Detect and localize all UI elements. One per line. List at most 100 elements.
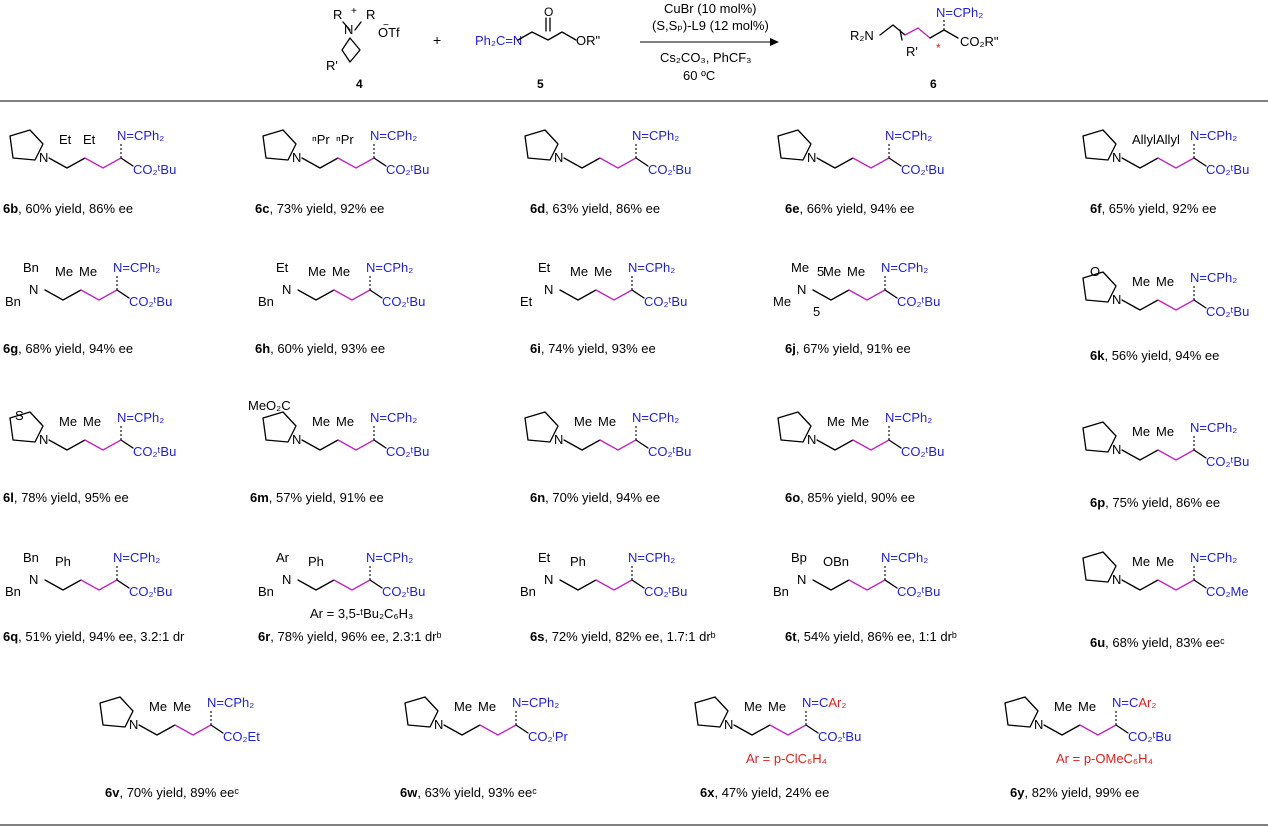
ester-group: CO₂ᵗBu [901,162,944,177]
substituent-2: Me [1156,424,1174,439]
ester-group: CO₂ᵗBu [897,294,940,309]
reaction-equation: R + R N OTf − R' 4 + Ph₂C=N O OR" 5 CuBr… [326,1,999,91]
reagent4-charge-plus: + [351,6,357,17]
reagent4-numeral: 4 [356,77,363,91]
ester-group: CO₂ᵗBu [1206,162,1249,177]
amine-nitrogen: N [29,282,38,297]
substituent-1: Me [1132,554,1150,569]
substituent-1: Me [570,264,588,279]
ring-sulfur: S [15,408,24,423]
ester-group: CO₂Et [223,729,260,744]
amine-nitrogen: N [39,150,48,165]
imine-group: N=CPh₂ [370,410,417,425]
n-substituent-1: Bp [791,550,807,565]
imine-group: N=CPh₂ [885,128,932,143]
substituent-1: Me [308,264,326,279]
aryl-definition-note: Ar = p-OMeC₆H₄ [1056,751,1153,766]
imine-group: N=CPh₂ [881,550,928,565]
ester-group: CO₂ᵗBu [648,444,691,459]
reagent5-imine: Ph₂C=N [475,33,522,48]
amine-nitrogen: N [292,150,301,165]
amine-nitrogen: N [544,572,553,587]
reaction-arrow [640,38,779,46]
imine-group: N=CPh₂ [1190,420,1237,435]
ester-group: CO₂ᵗBu [129,584,172,599]
ester-group: CO₂ᵗBu [901,444,944,459]
substituent-1: Me [827,414,845,429]
substituent-1: Me [1132,424,1150,439]
imine-group: N=CPh₂ [628,260,675,275]
substituent-1: Me [574,414,592,429]
ester-group: CO₂ᵗBu [1206,454,1249,469]
imine-group: N=CPh₂ [1190,128,1237,143]
imine-group: N=CPh₂ [881,260,928,275]
imine-group: N=CPh₂ [366,550,413,565]
ester-group: CO₂ᵗBu [129,294,172,309]
imine-group: N=CPh₂ [207,695,254,710]
product-6-general: R₂N R' N=CPh₂ * CO₂R" 6 [850,5,999,91]
substituent-1: OBn [823,554,849,569]
condition-temperature: 60 ºC [683,68,715,83]
caption: 6k, 56% yield, 94% ee [1090,348,1219,363]
substituent-2: Me [768,699,786,714]
caption: 6o, 85% yield, 90% ee [785,490,915,505]
amine-nitrogen: N [1112,572,1121,587]
ester-group: CO₂ᵗBu [897,584,940,599]
imine-group: N=CPh₂ [370,128,417,143]
substituent-1: Me [744,699,762,714]
n-substituent-1: Et [276,260,289,275]
ester-group: CO₂ᵗBu [1206,304,1249,319]
substituent-2: Me [1156,274,1174,289]
imine-group: N=CPh₂ [366,260,413,275]
substituent-2: Et [83,132,96,147]
caption: 6w, 63% yield, 93% eeᶜ [400,785,537,800]
aryl-definition-note: Ar = 3,5-ᵗBu₂C₆H₃ [310,606,413,621]
imine-group: N=CPh₂ [117,128,164,143]
caption: 6u, 68% yield, 83% eeᶜ [1090,635,1225,650]
amine-nitrogen: N [29,572,38,587]
svg-text:−: − [383,20,389,31]
product6-numeral: 6 [930,77,937,91]
ester-group: CO₂ᵗBu [1128,729,1171,744]
amine-nitrogen: N [1112,442,1121,457]
n-substituent-2: Bn [258,584,274,599]
ester-group: CO₂ᵗBu [818,729,861,744]
product6-amine: R₂N [850,28,874,43]
substituent-2: ⁿPr [336,132,354,147]
substituent-1: Me [55,264,73,279]
imine-group: N=CPh₂ [632,410,679,425]
reagent4-r-right: R [366,7,375,22]
amine-nitrogen: N [797,572,806,587]
caption: 6l, 78% yield, 95% ee [3,490,129,505]
caption: 6b, 60% yield, 86% ee [3,201,133,216]
substituent-2: Me [478,699,496,714]
amine-nitrogen: N [724,717,733,732]
substituent-2: Me [332,264,350,279]
glycine-imine-5: Ph₂C=N O OR" 5 [475,5,601,91]
substituent-2: Me [1156,554,1174,569]
amine-nitrogen: N [544,282,553,297]
amine-nitrogen: N [292,432,301,447]
imine-group: N=CPh₂ [113,550,160,565]
caption: 6e, 66% yield, 94% ee [785,201,914,216]
caption: 6n, 70% yield, 94% ee [530,490,660,505]
chain-length: 5 [817,264,824,279]
reagent5-numeral: 5 [537,77,544,91]
reagent5-ester: OR" [576,33,601,48]
substituent-1: Me [149,699,167,714]
